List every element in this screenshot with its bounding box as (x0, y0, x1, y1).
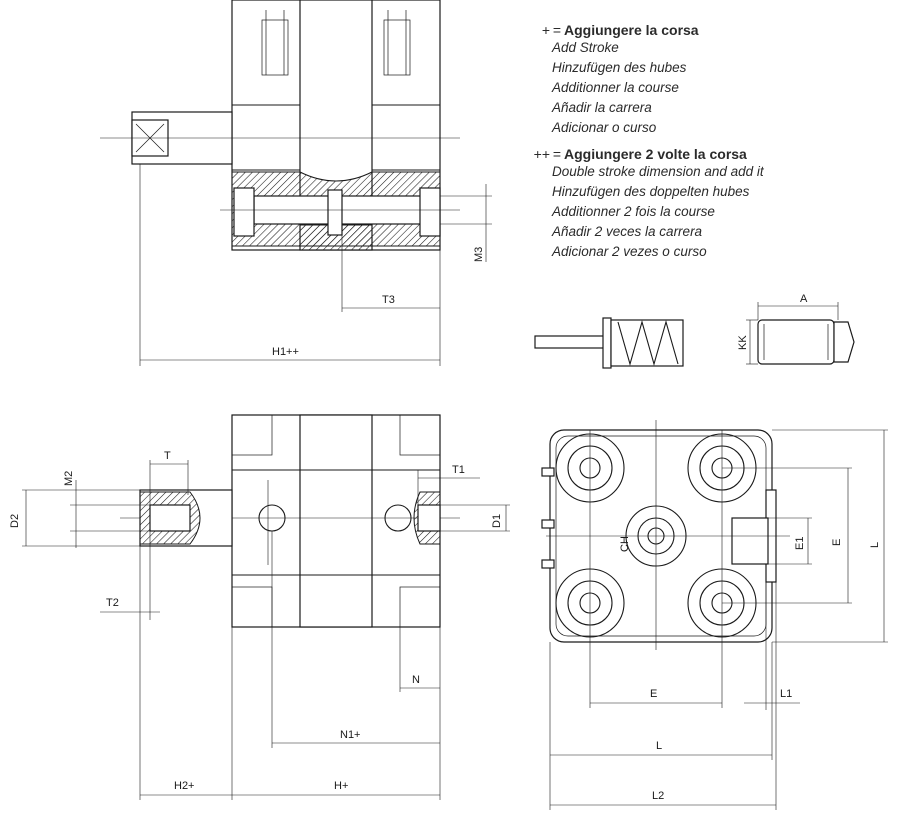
dim-l2: L2 (652, 790, 664, 802)
legend-stroke-symbol: + (541, 22, 550, 38)
legend-stroke-translation: Adicionar o curso (552, 120, 657, 135)
legend-stroke-title: Aggiungere la corsa (564, 22, 699, 38)
legend-stroke-translation: Additionner la course (552, 80, 679, 95)
top-section-view: M3 T3 H1++ (100, 0, 492, 366)
legend-double-stroke-symbol: ++ (533, 146, 550, 162)
dim-h: H+ (334, 780, 348, 792)
dim-kk: KK (737, 335, 749, 350)
dim-e-bottom: E (650, 688, 657, 700)
dim-m3: M3 (473, 247, 485, 262)
dim-t1: T1 (452, 464, 465, 476)
dim-d1: D1 (491, 514, 503, 528)
legend-double-stroke-translation: Double stroke dimension and add it (552, 164, 764, 179)
legend-stroke-translation: Add Stroke (552, 40, 619, 55)
spring-sketch (534, 317, 684, 369)
dim-e-side: E (831, 539, 843, 546)
legend-stroke-translation: Hinzufügen des hubes (552, 60, 687, 75)
dim-n: N (412, 674, 420, 686)
dim-h1: H1++ (272, 346, 299, 358)
dim-l-bottom: L (656, 740, 662, 752)
legend-double-stroke: ++ = Aggiungere 2 volte la corsa Double … (518, 146, 888, 262)
dim-t3: T3 (382, 294, 395, 306)
dim-e1: E1 (794, 537, 806, 550)
legend-double-stroke-translation: Hinzufügen des doppelten hubes (552, 184, 750, 199)
dim-a: A (800, 293, 808, 305)
legend-double-stroke-translation: Additionner 2 fois la course (552, 204, 715, 219)
side-view: T M2 D2 T1 D1 T2 N N1+ (9, 414, 510, 800)
front-view: CH E1 E L E L1 L L2 (541, 420, 888, 810)
dim-ch: CH (619, 536, 631, 552)
legend-double-stroke-title: Aggiungere 2 volte la corsa (564, 146, 747, 162)
legend-stroke-translation: Añadir la carrera (552, 100, 652, 115)
dim-t: T (164, 450, 171, 462)
dim-d2: D2 (9, 514, 21, 528)
legend-double-stroke-translation: Adicionar 2 vezes o curso (552, 244, 707, 259)
dim-m2: M2 (63, 471, 75, 486)
legend-stroke-equals: = (552, 22, 562, 38)
legend-double-stroke-equals: = (552, 146, 562, 162)
legend-double-stroke-translation: Añadir 2 veces la carrera (552, 224, 703, 239)
dim-t2: T2 (106, 597, 119, 609)
dim-n1: N1+ (340, 729, 361, 741)
dim-h2: H2+ (174, 780, 195, 792)
stroke-legend: + = Aggiungere la corsa Add Stroke Hinzu… (518, 22, 888, 270)
dim-l1: L1 (780, 688, 792, 700)
legend-stroke: + = Aggiungere la corsa Add Stroke Hinzu… (518, 22, 888, 138)
rod-end-sketch: A KK (737, 293, 855, 365)
dim-l-side: L (869, 542, 881, 548)
